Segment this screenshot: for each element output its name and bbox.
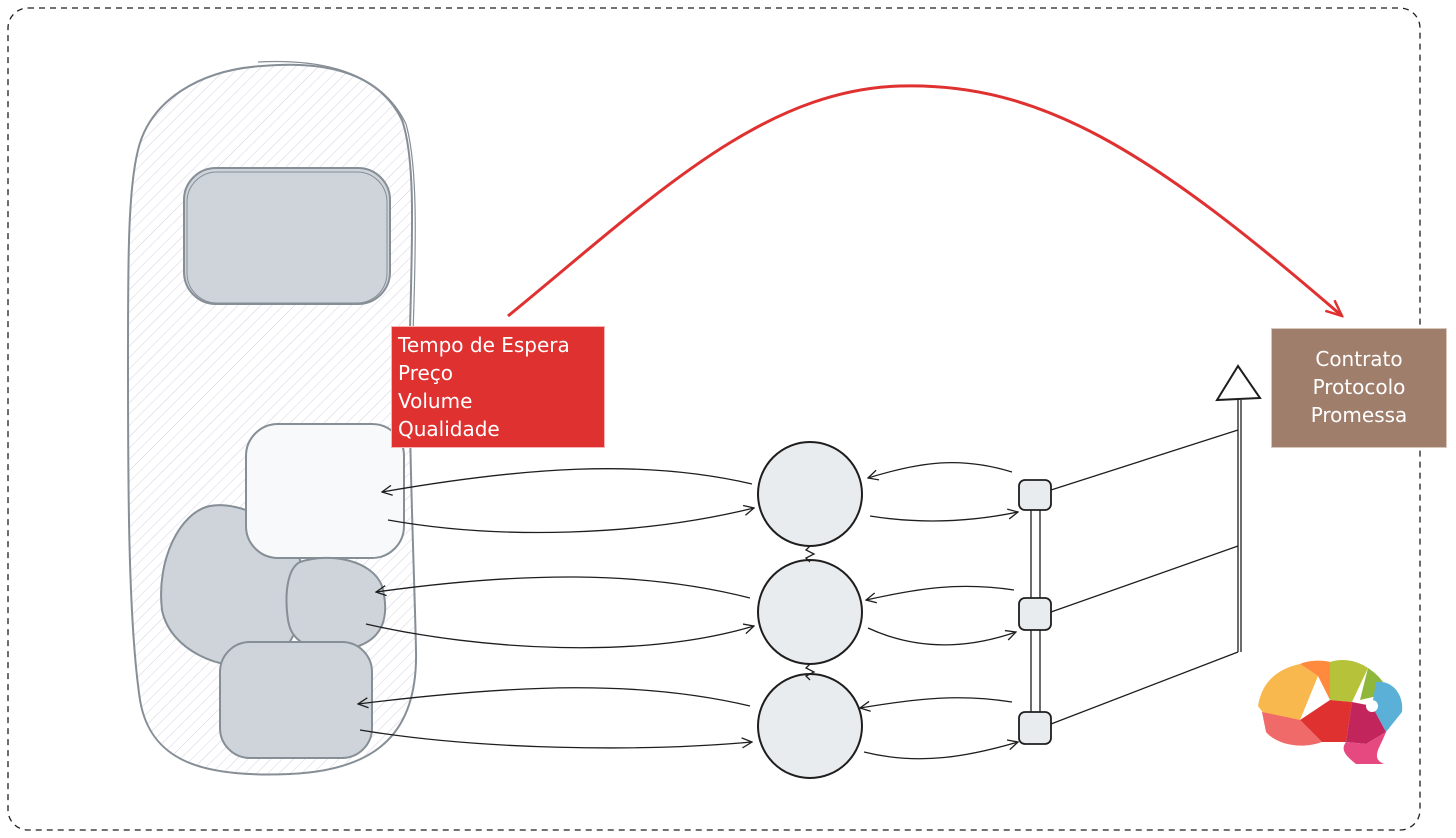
feedback-arc [507,84,1342,316]
node-circles [757,441,863,779]
metric-quality: Qualidade [398,417,500,441]
junction-square-top [1018,479,1052,511]
junction-square-bottom [1018,711,1052,745]
top-component [183,167,391,305]
spring-links [804,545,816,681]
node-arrows [860,461,1018,760]
node-circle-middle [757,559,863,665]
up-triangle-icon [1215,364,1262,402]
agreement-box: Contrato Protocolo Promessa [1271,328,1447,448]
agreement-contract: Contrato [1315,347,1403,371]
node-circle-top [757,441,863,547]
brain-logo-icon [1258,660,1403,764]
light-component [245,423,405,559]
junction-squares [1018,479,1052,745]
aggregation-lines [1050,398,1242,725]
middle-component [285,556,387,651]
agreement-protocol: Protocolo [1312,375,1406,399]
metric-wait-time: Tempo de Espera [398,333,570,357]
bottom-component [219,641,373,759]
junction-square-middle [1018,597,1052,631]
metric-price: Preço [398,361,454,385]
agreement-promise: Promessa [1310,403,1408,427]
node-circle-bottom [757,673,863,779]
metric-volume: Volume [398,389,473,413]
metrics-box: Tempo de Espera Preço Volume Qualidade [391,326,605,448]
connector-arrows [358,468,754,749]
